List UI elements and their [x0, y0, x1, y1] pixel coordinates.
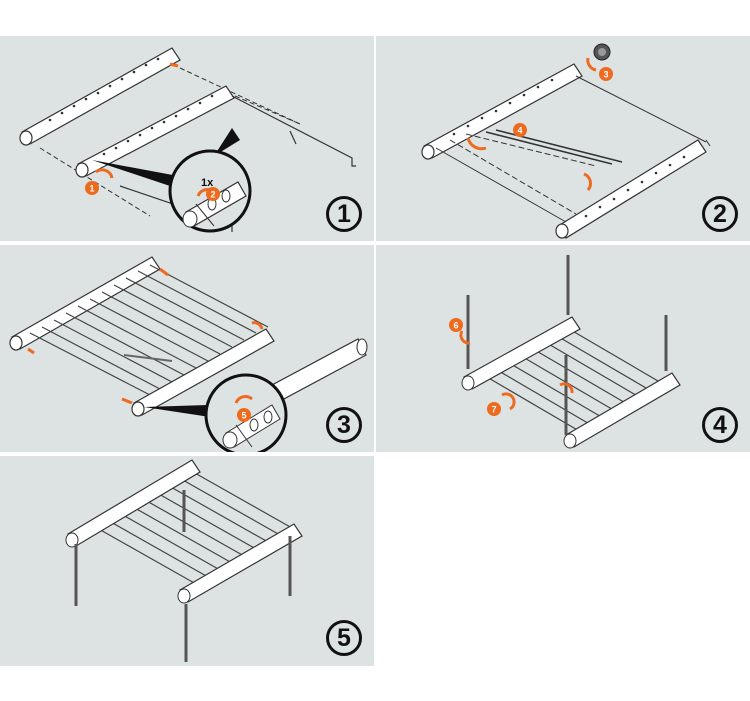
- marker-7: 7: [487, 392, 516, 416]
- step-1-illustration: 1x 1 2: [19, 47, 356, 233]
- quantity-label: 1x: [201, 177, 214, 189]
- step-number: 4: [702, 407, 738, 443]
- front-tube: [563, 372, 681, 449]
- step-1-panel: 1x 1 2 1: [0, 36, 374, 241]
- step-3-panel: 5 3: [0, 245, 374, 452]
- step-number: 5: [326, 620, 362, 656]
- back-tube: [19, 47, 181, 146]
- step-4-illustration: 6 7: [449, 255, 681, 449]
- svg-text:4: 4: [517, 126, 522, 136]
- front-tube: [75, 85, 235, 178]
- back-tube: [421, 63, 583, 160]
- legs: [466, 255, 668, 435]
- step-3-illustration: 5: [9, 256, 368, 452]
- front-tube: [177, 523, 303, 604]
- svg-text:5: 5: [241, 411, 246, 421]
- zoom-tube: [182, 181, 247, 228]
- step-number: 3: [326, 407, 362, 443]
- legs: [74, 490, 292, 662]
- step-2-illustration: 3 4: [421, 43, 711, 239]
- rods: [479, 325, 671, 436]
- front-tube: [131, 328, 275, 417]
- rods: [89, 467, 293, 585]
- rods: [29, 264, 269, 396]
- marker-6: 6: [449, 318, 471, 345]
- back-tube: [65, 459, 201, 548]
- marker-4: 4: [466, 123, 527, 151]
- step-5-panel: 5: [0, 456, 374, 666]
- marker-3: 3: [586, 57, 613, 81]
- end-cap: [593, 43, 611, 61]
- callout-pointer: [92, 160, 178, 188]
- svg-text:6: 6: [453, 321, 458, 331]
- svg-text:1: 1: [89, 184, 94, 194]
- step-number: 1: [326, 196, 362, 232]
- back-tube: [461, 316, 581, 391]
- svg-text:3: 3: [603, 70, 608, 80]
- step-4-panel: 6 7 4: [376, 245, 750, 452]
- marker-1: 1: [85, 168, 114, 195]
- step-number: 2: [702, 196, 738, 232]
- svg-text:2: 2: [210, 190, 215, 200]
- marker-5: 5: [237, 408, 251, 422]
- svg-text:7: 7: [491, 405, 496, 415]
- step-5-illustration: [65, 459, 303, 662]
- marker-2: 2: [206, 187, 220, 201]
- leg-tube: [271, 338, 368, 402]
- step-2-panel: 3 4 2: [376, 36, 750, 241]
- front-tube: [555, 139, 707, 239]
